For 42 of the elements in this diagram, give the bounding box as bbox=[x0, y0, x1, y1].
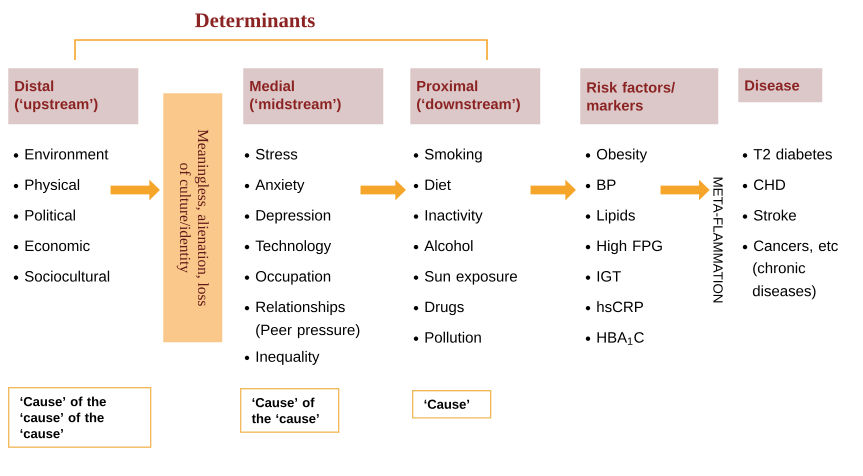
list-item: Physical bbox=[14, 179, 80, 194]
list-item: Smoking bbox=[414, 148, 482, 162]
cause-box: ‘Cause’ bbox=[412, 390, 492, 419]
note: (chronic diseases) bbox=[752, 262, 816, 300]
list-item: Lipids bbox=[586, 210, 635, 224]
cause-box: ‘Cause’ of the ‘cause’ bbox=[240, 388, 340, 433]
list-item: Alcohol bbox=[414, 240, 472, 252]
list-item: HBA$_{1}$C bbox=[586, 332, 644, 345]
header-box: Medial (‘midstream’) bbox=[243, 68, 384, 124]
list-item: Inactivity bbox=[414, 210, 483, 224]
title: Determinants bbox=[195, 12, 315, 28]
list-item: Sun exposure bbox=[414, 271, 517, 285]
list-item: Cancers, etc bbox=[742, 240, 838, 253]
list-item: Sociocultural bbox=[14, 270, 110, 282]
header-box: Risk factors/ markers bbox=[580, 68, 718, 124]
list-item: hsCRP bbox=[586, 301, 643, 312]
list-item: Diet bbox=[414, 179, 451, 190]
list-item: Depression bbox=[244, 210, 330, 224]
header-box: Disease bbox=[738, 68, 822, 102]
list-item: Inequality bbox=[244, 350, 320, 365]
header-box: Proximal (‘downstream’) bbox=[410, 68, 540, 124]
cause-box: ‘Cause’ of the ‘cause’ of the ‘cause’ bbox=[8, 387, 152, 448]
list-item: Drugs bbox=[414, 302, 464, 316]
list-item: CHD bbox=[742, 179, 786, 190]
list-item: Obesity bbox=[586, 148, 648, 162]
list-item: Stroke bbox=[742, 210, 796, 221]
list-item: Economic bbox=[14, 240, 90, 252]
list-item: High FPG bbox=[586, 240, 662, 254]
list-item: BP bbox=[586, 180, 616, 190]
vertical-box: Meaningless, alienation, loss of culture/identity bbox=[163, 93, 222, 342]
list-item: Relationships (Peer pressure) bbox=[244, 301, 360, 338]
list-item: Technology bbox=[244, 240, 332, 254]
list-item: Stress bbox=[244, 148, 298, 160]
list-item: Anxiety bbox=[244, 179, 304, 194]
list-item: Political bbox=[14, 210, 75, 221]
list-item: T2 diabetes bbox=[742, 148, 832, 160]
list-item: Pollution bbox=[414, 332, 481, 343]
header-box: Distal (‘upstream’) bbox=[8, 68, 138, 124]
list-item: Occupation bbox=[244, 270, 330, 285]
vertical-label: META-FLAMMATION bbox=[713, 178, 723, 302]
list-item: Environment bbox=[14, 148, 108, 160]
list-item: IGT bbox=[586, 271, 621, 282]
